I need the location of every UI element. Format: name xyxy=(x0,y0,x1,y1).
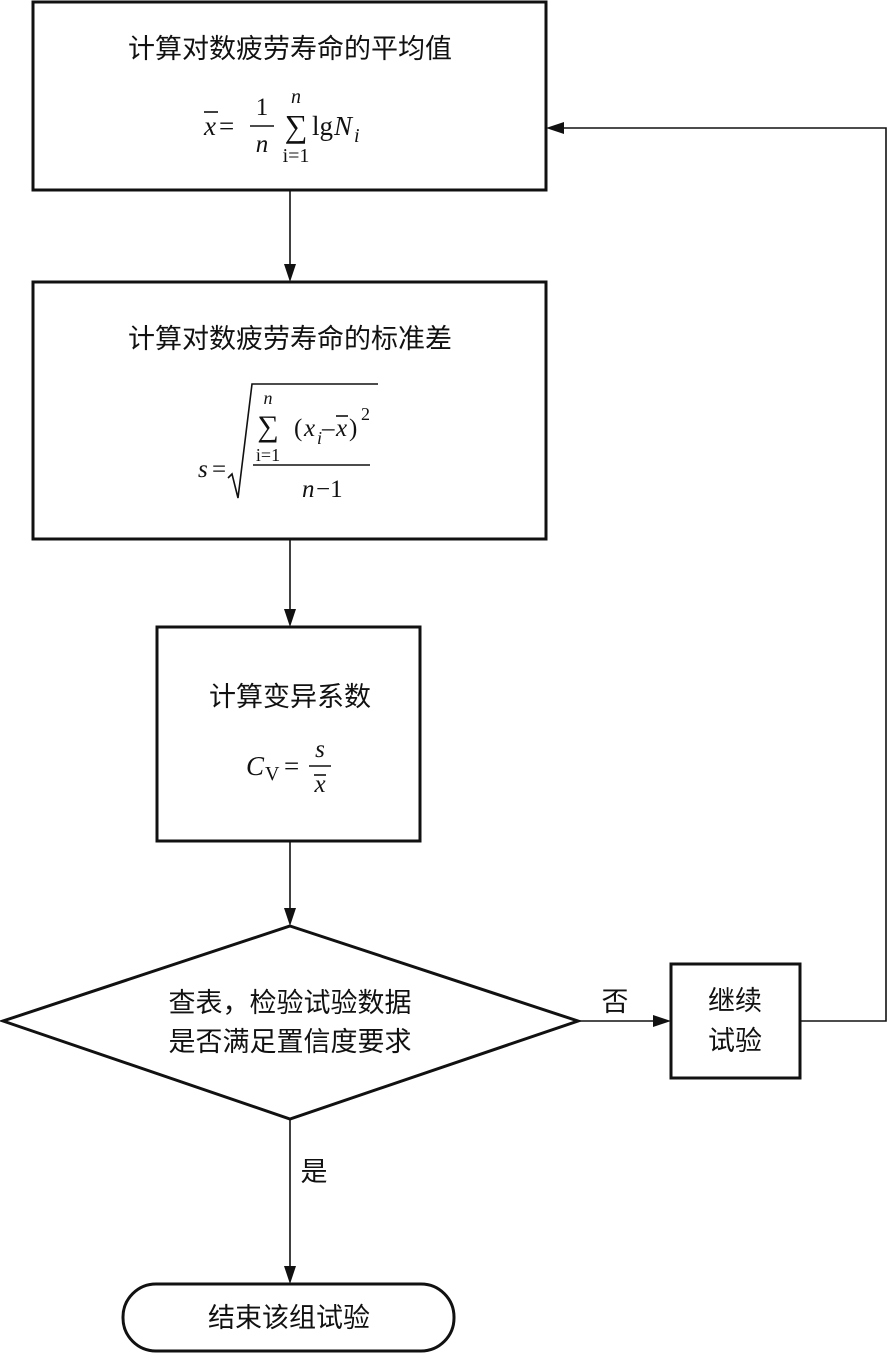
term-xbar: x xyxy=(335,415,347,442)
stddev-step: 计算对数疲劳寿命的标准差 s = n ∑ i=1 ( x i – x ) 2 n… xyxy=(31,280,548,541)
arrowhead-stddev xyxy=(284,264,296,282)
arrowhead-decision xyxy=(284,908,296,926)
mean-lg: lg xyxy=(312,111,333,141)
mean-n-var: N xyxy=(333,111,354,141)
decision-line2: 是否满足置信度要求 xyxy=(169,1027,412,1058)
mean-equals: = xyxy=(219,111,234,141)
term-exponent: 2 xyxy=(361,404,370,424)
cv-box xyxy=(155,625,422,843)
stddev-equals: = xyxy=(212,456,226,483)
term-open-paren: ( xyxy=(294,415,302,442)
cv-title: 计算变异系数 xyxy=(209,682,371,713)
arrowhead-continue xyxy=(653,1015,671,1027)
end-terminator xyxy=(121,1282,456,1353)
mean-sum-lower: i=1 xyxy=(283,145,310,167)
mean-sum-upper: n xyxy=(291,86,301,108)
stddev-box xyxy=(31,280,548,541)
arrow-loop-back xyxy=(562,127,887,1022)
arrowhead-loop xyxy=(546,122,564,134)
continue-box xyxy=(669,962,802,1080)
decision-line1: 查表，检验试验数据 xyxy=(169,988,412,1019)
cv-formula: C V = s x xyxy=(246,736,331,798)
mean-fraction-numerator: 1 xyxy=(256,94,269,121)
xbar-symbol: x xyxy=(203,111,216,141)
cv-sub: V xyxy=(265,763,280,785)
end-label: 结束该组试验 xyxy=(208,1303,370,1334)
term-x-sub: i xyxy=(317,428,322,448)
cv-numerator: s xyxy=(315,736,325,763)
continue-line1: 继续 xyxy=(708,986,762,1017)
stddev-title: 计算对数疲劳寿命的标准差 xyxy=(128,324,452,355)
mean-title: 计算对数疲劳寿命的平均值 xyxy=(128,34,452,65)
continue-line2: 试验 xyxy=(708,1026,762,1057)
stddev-sum-upper: n xyxy=(264,388,273,408)
mean-sum-sign: ∑ xyxy=(285,108,308,144)
term-close-paren: ) xyxy=(349,415,357,442)
connectors: 否 是 xyxy=(284,122,887,1284)
radical-sign xyxy=(227,383,378,499)
cv-denominator: x xyxy=(313,771,325,798)
mean-formula: x = 1 n n ∑ i=1 lg N i xyxy=(203,86,360,167)
mean-fraction-denominator: n xyxy=(256,131,269,158)
term-x: x xyxy=(303,415,315,442)
cv-step: 计算变异系数 C V = s x xyxy=(155,625,422,843)
stddev-sum-sign: ∑ xyxy=(257,410,278,443)
denominator-n: n xyxy=(302,476,315,503)
continue-step: 继续 试验 xyxy=(669,962,802,1080)
decision-diamond xyxy=(0,924,583,1121)
decision-step: 查表，检验试验数据 是否满足置信度要求 xyxy=(0,924,583,1121)
yes-label: 是 xyxy=(301,1157,328,1188)
end-step: 结束该组试验 xyxy=(121,1282,456,1353)
arrowhead-end xyxy=(284,1266,296,1284)
cv-c: C xyxy=(246,751,265,781)
s-symbol: s xyxy=(198,456,208,483)
stddev-sum-lower: i=1 xyxy=(256,445,280,465)
mean-box xyxy=(31,0,548,192)
mean-n-sub: i xyxy=(354,125,360,147)
stddev-formula: s = n ∑ i=1 ( x i – x ) 2 n −1 xyxy=(198,383,378,503)
mean-step: 计算对数疲劳寿命的平均值 x = 1 n n ∑ i=1 lg N i xyxy=(31,0,548,192)
term-minus: – xyxy=(321,415,335,442)
no-label: 否 xyxy=(602,987,629,1018)
cv-equals: = xyxy=(284,751,299,781)
denominator-rest: −1 xyxy=(316,476,343,503)
arrowhead-cv xyxy=(284,609,296,627)
